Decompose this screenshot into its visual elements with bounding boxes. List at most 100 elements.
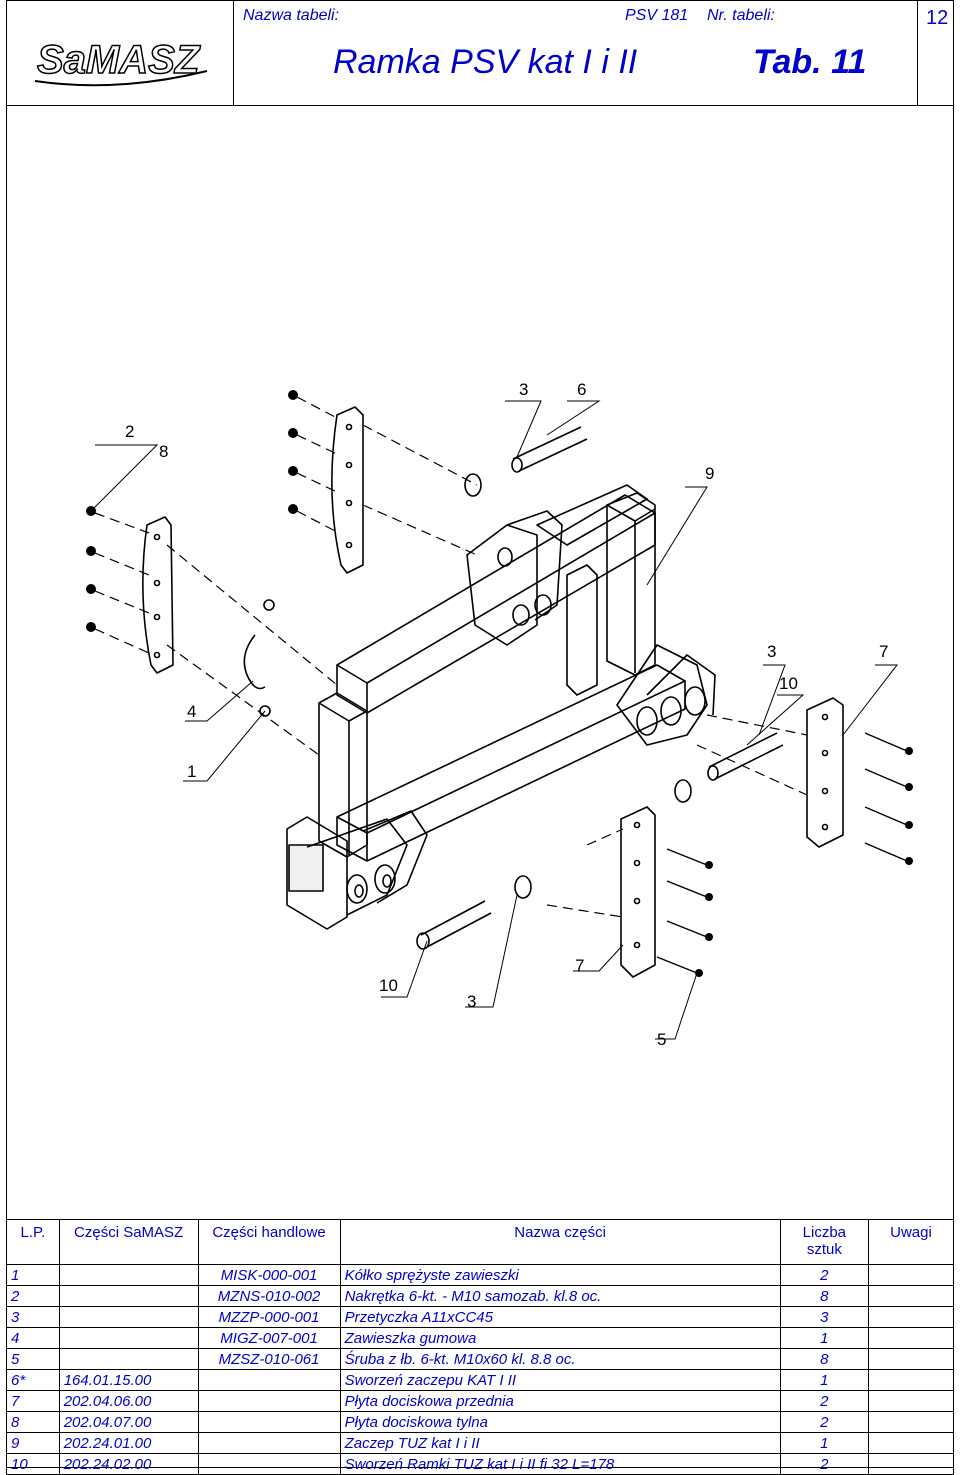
callout-label: 10: [779, 674, 798, 693]
part-remarks: [867, 1390, 955, 1412]
part-trade-code: [197, 1369, 341, 1391]
callout-label: 6: [577, 380, 586, 399]
part-lp: 6*: [6, 1369, 60, 1391]
callout-label: 1: [187, 762, 196, 781]
col-uwagi: Uwagi: [867, 1219, 955, 1265]
drawing-sheet: SaMASZ Nazwa tabeli: PSV 181 Nr. tabeli:…: [6, 0, 954, 1468]
part-remarks: [867, 1453, 955, 1475]
part-samasz-code: [58, 1327, 199, 1349]
part-name: Zawieszka gumowa: [339, 1327, 781, 1349]
part-trade-code: [197, 1453, 341, 1475]
part-trade-code: MZSZ-010-061: [197, 1348, 341, 1370]
part-name: Przetyczka A11xCC45: [339, 1306, 781, 1328]
part-remarks: [867, 1369, 955, 1391]
callout-label: 3: [467, 992, 476, 1011]
part-name: Sworzeń Ramki TUZ kat I i II fi 32 L=178: [339, 1453, 781, 1475]
col-lp: L.P.: [6, 1219, 60, 1265]
part-lp: 2: [6, 1285, 60, 1307]
part-samasz-code: [58, 1264, 199, 1286]
part-samasz-code: 202.24.01.00: [58, 1432, 199, 1454]
part-lp: 4: [6, 1327, 60, 1349]
sheet-number-cell: 12: [917, 1, 955, 105]
callout-label: 3: [767, 642, 776, 661]
part-samasz-code: 202.24.02.00: [58, 1453, 199, 1475]
callout-label: 4: [187, 702, 196, 721]
part-samasz-code: 164.01.15.00: [58, 1369, 199, 1391]
table-name-label: Nazwa tabeli:: [243, 7, 340, 24]
part-remarks: [867, 1432, 955, 1454]
part-name: Płyta dociskowa tylna: [339, 1411, 781, 1433]
part-name: Zaczep TUZ kat I i II: [339, 1432, 781, 1454]
logo-text: SaMASZ: [37, 38, 201, 82]
callout-label: 10: [379, 976, 398, 995]
callout-label: 3: [519, 380, 528, 399]
part-trade-code: [197, 1390, 341, 1412]
col-liczba-sztuk: Liczba sztuk: [779, 1219, 869, 1265]
part-lp: 1: [6, 1264, 60, 1286]
part-quantity: 1: [779, 1369, 869, 1391]
part-quantity: 2: [779, 1390, 869, 1412]
part-lp: 10: [6, 1453, 60, 1475]
part-quantity: 2: [779, 1411, 869, 1433]
part-remarks: [867, 1306, 955, 1328]
exploded-view-svg: 2 8 3 6 9 3 7 10 4 1 10 3 7 5: [86, 380, 913, 1049]
parts-table: L.P. Części SaMASZ Części handlowe Nazwa…: [6, 1219, 955, 1475]
col-czesci-handlowe: Części handlowe: [197, 1219, 341, 1265]
table-code: PSV 181: [625, 7, 689, 24]
part-samasz-code: 202.04.07.00: [58, 1411, 199, 1433]
part-trade-code: [197, 1411, 341, 1433]
part-quantity: 3: [779, 1306, 869, 1328]
part-remarks: [867, 1327, 955, 1349]
part-quantity: 8: [779, 1285, 869, 1307]
part-samasz-code: [58, 1306, 199, 1328]
callout-label: 7: [575, 956, 584, 975]
samasz-logo: SaMASZ: [7, 1, 234, 105]
table-title: Ramka PSV kat I i II: [333, 43, 638, 81]
table-number-label: Nr. tabeli:: [707, 7, 775, 24]
title-block: SaMASZ Nazwa tabeli: PSV 181 Nr. tabeli:…: [7, 1, 953, 106]
part-trade-code: MZNS-010-002: [197, 1285, 341, 1307]
part-quantity: 8: [779, 1348, 869, 1370]
part-remarks: [867, 1411, 955, 1433]
parts-table-header: L.P. Części SaMASZ Części handlowe Nazwa…: [6, 1219, 955, 1265]
part-lp: 7: [6, 1390, 60, 1412]
part-name: Nakrętka 6-kt. - M10 samozab. kl.8 oc.: [339, 1285, 781, 1307]
part-remarks: [867, 1264, 955, 1286]
part-name: Płyta dociskowa przednia: [339, 1390, 781, 1412]
part-trade-code: MISK-000-001: [197, 1264, 341, 1286]
part-lp: 3: [6, 1306, 60, 1328]
tab-label: Tab. 11: [753, 43, 867, 81]
part-lp: 5: [6, 1348, 60, 1370]
part-samasz-code: 202.04.06.00: [58, 1390, 199, 1412]
part-trade-code: [197, 1432, 341, 1454]
title-area: Nazwa tabeli: PSV 181 Nr. tabeli: Ramka …: [233, 1, 917, 105]
callout-labels: 2 8 3 6 9 3 7 10 4 1 10 3 7 5: [125, 380, 888, 1049]
part-samasz-code: [58, 1348, 199, 1370]
callout-label: 9: [705, 464, 714, 483]
col-nazwa-czesci: Nazwa części: [339, 1219, 781, 1265]
callout-label: 7: [879, 642, 888, 661]
col-czesci-samasz: Części SaMASZ: [58, 1219, 199, 1265]
part-remarks: [867, 1285, 955, 1307]
callout-label: 5: [657, 1030, 666, 1049]
callout-label: 2: [125, 422, 134, 441]
part-trade-code: MIGZ-007-001: [197, 1327, 341, 1349]
part-lp: 9: [6, 1432, 60, 1454]
part-name: Kółko sprężyste zawieszki: [339, 1264, 781, 1286]
part-quantity: 2: [779, 1453, 869, 1475]
part-samasz-code: [58, 1285, 199, 1307]
part-name: Sworzeń zaczepu KAT I II: [339, 1369, 781, 1391]
part-quantity: 1: [779, 1432, 869, 1454]
part-remarks: [867, 1348, 955, 1370]
exploded-view-drawing: 2 8 3 6 9 3 7 10 4 1 10 3 7 5: [7, 105, 953, 1220]
